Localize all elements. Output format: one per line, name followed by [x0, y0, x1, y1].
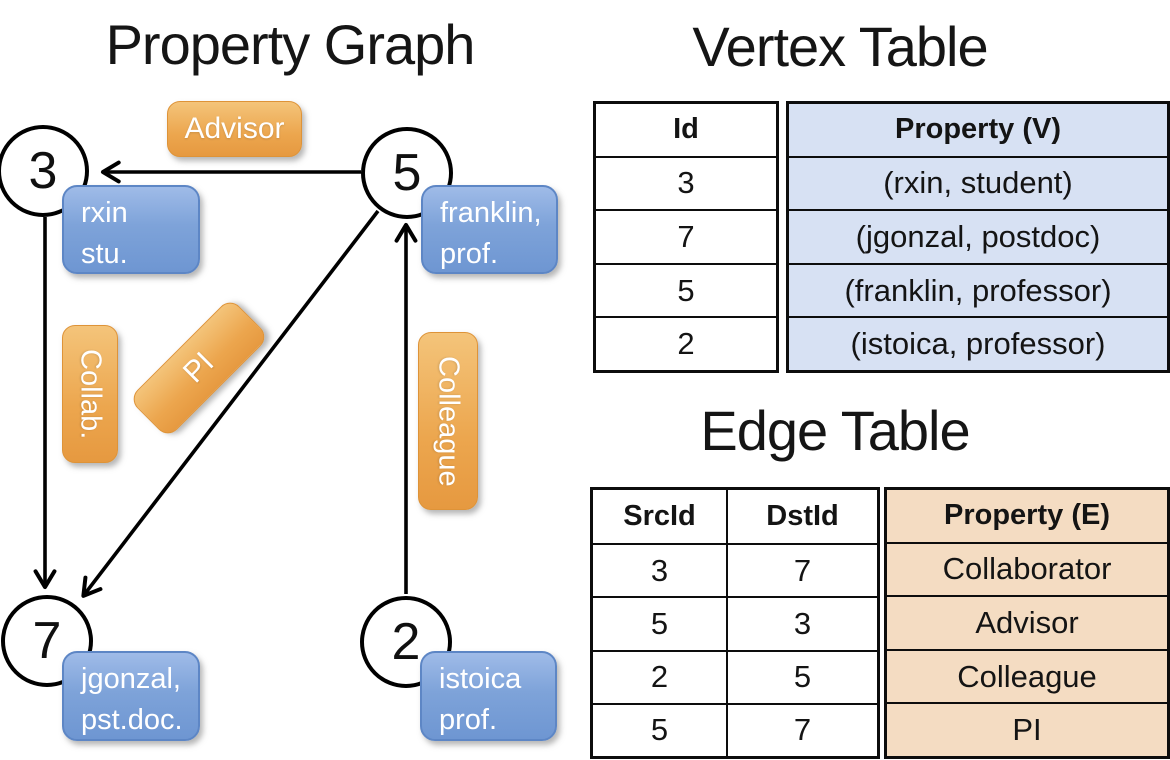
table-cell: 2 — [596, 316, 776, 370]
node-property-rxin: rxin stu. — [62, 185, 200, 274]
table-cell: 7 — [726, 543, 877, 597]
edge-pi-5-to-7 — [81, 209, 380, 598]
table-cell: 2 — [593, 649, 726, 703]
node-id-label: 7 — [32, 612, 62, 670]
vertex-table-header-property: Property (V) — [895, 113, 1061, 146]
table-cell: 5 — [726, 649, 877, 703]
node-property-istoica: istoica prof. — [420, 651, 557, 741]
table-cell: 7 — [726, 702, 877, 756]
node-property-franklin: franklin, prof. — [421, 185, 558, 274]
table-cell: (istoica, professor) — [789, 316, 1167, 370]
edge-label-collab: Collab. — [62, 325, 118, 463]
graph-edges-layer — [33, 160, 418, 598]
vertex-table-id-column: Id 3 7 5 2 — [593, 101, 779, 373]
edge-table-id-columns: SrcId DstId 3 7 5 3 2 5 5 7 — [590, 487, 880, 759]
node-id-label: 5 — [392, 144, 422, 202]
node-id-label: 3 — [28, 142, 58, 200]
graph-title: Property Graph — [105, 13, 476, 76]
graph-node-5: 5 — [361, 127, 453, 219]
graph-node-3: 3 — [0, 125, 89, 217]
edge-table-header-srcid: SrcId — [623, 500, 696, 533]
table-cell: 3 — [726, 596, 877, 650]
table-cell: 5 — [593, 702, 726, 756]
table-cell: (rxin, student) — [789, 155, 1167, 210]
table-cell: (franklin, professor) — [789, 262, 1167, 317]
table-cell: 7 — [596, 209, 776, 263]
vertex-table-header-id: Id — [673, 113, 699, 146]
table-cell: PI — [887, 702, 1167, 756]
table-cell: 3 — [596, 155, 776, 210]
table-cell: (jgonzal, postdoc) — [789, 209, 1167, 263]
table-cell: 5 — [593, 596, 726, 649]
table-cell: Collaborator — [887, 541, 1167, 596]
vertex-table-title: Vertex Table — [692, 15, 988, 78]
edge-label-colleague: Colleague — [418, 332, 478, 510]
edge-table-title: Edge Table — [700, 399, 970, 462]
edge-table-header-dstid: DstId — [726, 490, 877, 544]
edge-label-advisor: Advisor — [167, 101, 302, 157]
table-cell: 3 — [593, 543, 726, 596]
vertex-table-property-column: Property (V) (rxin, student) (jgonzal, p… — [786, 101, 1170, 373]
table-cell: Advisor — [887, 595, 1167, 649]
node-id-label: 2 — [391, 613, 421, 671]
edge-table-header-property: Property (E) — [944, 499, 1110, 532]
table-cell: Colleague — [887, 648, 1167, 703]
node-property-jgonzal: jgonzal, pst.doc. — [62, 651, 200, 741]
edge-table-property-column: Property (E) Collaborator Advisor Collea… — [884, 487, 1170, 759]
table-cell: 5 — [596, 262, 776, 317]
